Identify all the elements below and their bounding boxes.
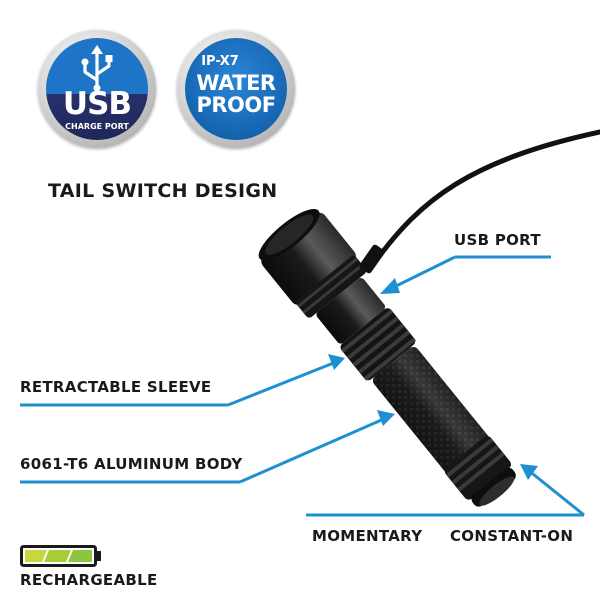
tail-switch-arrowhead	[520, 464, 538, 480]
usb-badge-face: USB CHARGE PORT	[46, 38, 148, 140]
usb-port-label: USB PORT	[454, 231, 541, 249]
retractable-sleeve-label: RETRACTABLE SLEEVE	[20, 378, 212, 396]
battery-icon	[20, 545, 101, 567]
constant-on-label: CONSTANT-ON	[450, 527, 574, 545]
usb-port-arrowhead	[380, 278, 400, 294]
waterproof-line-proof: PROOF	[196, 93, 276, 117]
sleeve-arrowhead	[328, 354, 345, 370]
aluminum-body-label: 6061-T6 ALUMINUM BODY	[20, 455, 243, 473]
tail-switch-callout	[306, 468, 585, 517]
usb-charge-port-badge: USB CHARGE PORT	[38, 30, 156, 148]
rechargeable-label: RECHARGEABLE	[20, 571, 158, 589]
waterproof-badge-face: IP-X7 WATER PROOF	[185, 38, 287, 140]
waterproof-badge: IP-X7 WATER PROOF	[177, 30, 295, 148]
usb-plug	[359, 244, 385, 274]
body-arrowhead	[377, 410, 395, 426]
momentary-label: MOMENTARY	[312, 527, 423, 545]
waterproof-rating: IP-X7	[201, 54, 239, 69]
body-callout	[20, 416, 387, 484]
usb-badge-subtitle: CHARGE PORT	[65, 122, 129, 131]
sleeve-callout	[20, 360, 337, 407]
usb-cable	[372, 129, 600, 265]
waterproof-line-water: WATER	[196, 71, 276, 95]
usb-icon	[81, 45, 113, 92]
usb-badge-title: USB	[62, 86, 132, 122]
tail-switch-heading: TAIL SWITCH DESIGN	[48, 180, 278, 202]
usb-port-callout	[387, 255, 551, 292]
